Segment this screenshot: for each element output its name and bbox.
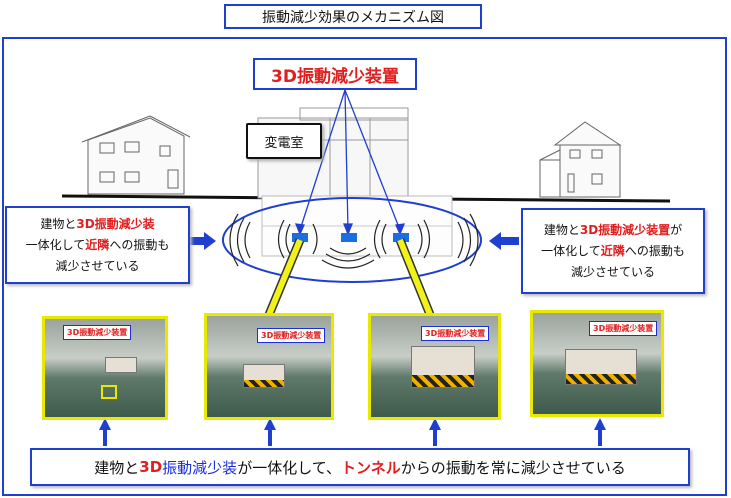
side-arrows [190,232,519,250]
left-house-icon [81,115,191,195]
right-line-1b: 3D振動減少装置 [579,222,671,237]
photo-1: 3D振動減少装置 [42,316,168,420]
bottom-text-e: トンネル [341,458,401,477]
photo-3-device-stripe [412,375,474,387]
photo-4: 3D振動減少装置 [530,310,664,417]
photo-4-label: 3D振動減少装置 [589,321,658,336]
right-line-2b: 近隣 [600,243,625,258]
vibration-zone-ellipse [222,197,482,283]
main-frame [2,37,727,496]
right-line-1c: が [670,222,683,237]
up-arrows [99,418,606,446]
photo-link-beams [261,238,438,324]
photo-1-floor-mark [101,385,117,399]
bottom-text-f: からの振動を常に減少させている [400,458,626,477]
left-explanation-box: 建物と3D振動減少装 一体化して近隣への振動も 減少させている [5,206,190,284]
right-explanation-box: 建物と3D振動減少装置が 一体化して近隣への振動も 減少させている [521,208,705,294]
photo-1-label: 3D振動減少装置 [63,325,132,340]
right-house-icon [539,121,622,198]
photo-3-label: 3D振動減少装置 [421,326,490,341]
photo-3-device [411,346,475,388]
left-line-3: 減少させている [55,258,140,273]
left-line-2a: 一体化して [25,237,86,252]
device-label-box: 3D振動減少装置 [253,58,417,90]
left-line-2b: 近隣 [85,237,110,252]
left-line-2: 一体化して近隣への振動も [26,235,170,256]
photo-4-device-stripe [566,373,636,384]
substation-label-text: 変電室 [264,135,304,151]
left-line-1: 建物と3D振動減少装 [40,214,154,235]
bottom-text-d: が一体化して、 [237,458,341,477]
vibration-wave-icons [229,213,479,269]
right-line-3: 減少させている [570,264,655,279]
right-line-2c: への振動も [624,243,685,258]
device-marker-right [393,233,409,242]
photo-1-device [105,357,137,373]
photo-2: 3D振動減少装置 [204,313,334,420]
photo-2-device-stripe [244,380,284,387]
photo-3: 3D振動減少装置 [368,313,501,420]
left-line-1b: 3D振動減少装 [76,216,155,231]
diagram-title: 振動減少効果のメカニズム図 [224,4,482,29]
right-line-1a: 建物と [543,222,580,237]
bottom-text-a: 建物と [94,458,140,477]
left-line-2c: への振動も [109,237,170,252]
device-marker-left [292,233,308,242]
substation-label-box: 変電室 [246,123,322,159]
bottom-text-b: 3D [139,458,163,476]
photo-2-label: 3D振動減少装置 [257,328,326,343]
device-marker-center [341,233,357,242]
photo-2-device [243,364,285,388]
bottom-text-c: 振動減少装 [162,458,238,477]
device-pointer-arrows [294,89,406,236]
diagram-title-text: 振動減少効果のメカニズム図 [262,9,444,26]
photo-4-device [565,349,637,385]
left-line-1a: 建物と [40,216,77,231]
right-line-2: 一体化して近隣への振動も [541,241,685,262]
device-label-text: 3D振動減少装置 [271,66,399,87]
right-line-2a: 一体化して [541,243,601,258]
right-line-1: 建物と3D振動減少装置が [544,220,682,241]
